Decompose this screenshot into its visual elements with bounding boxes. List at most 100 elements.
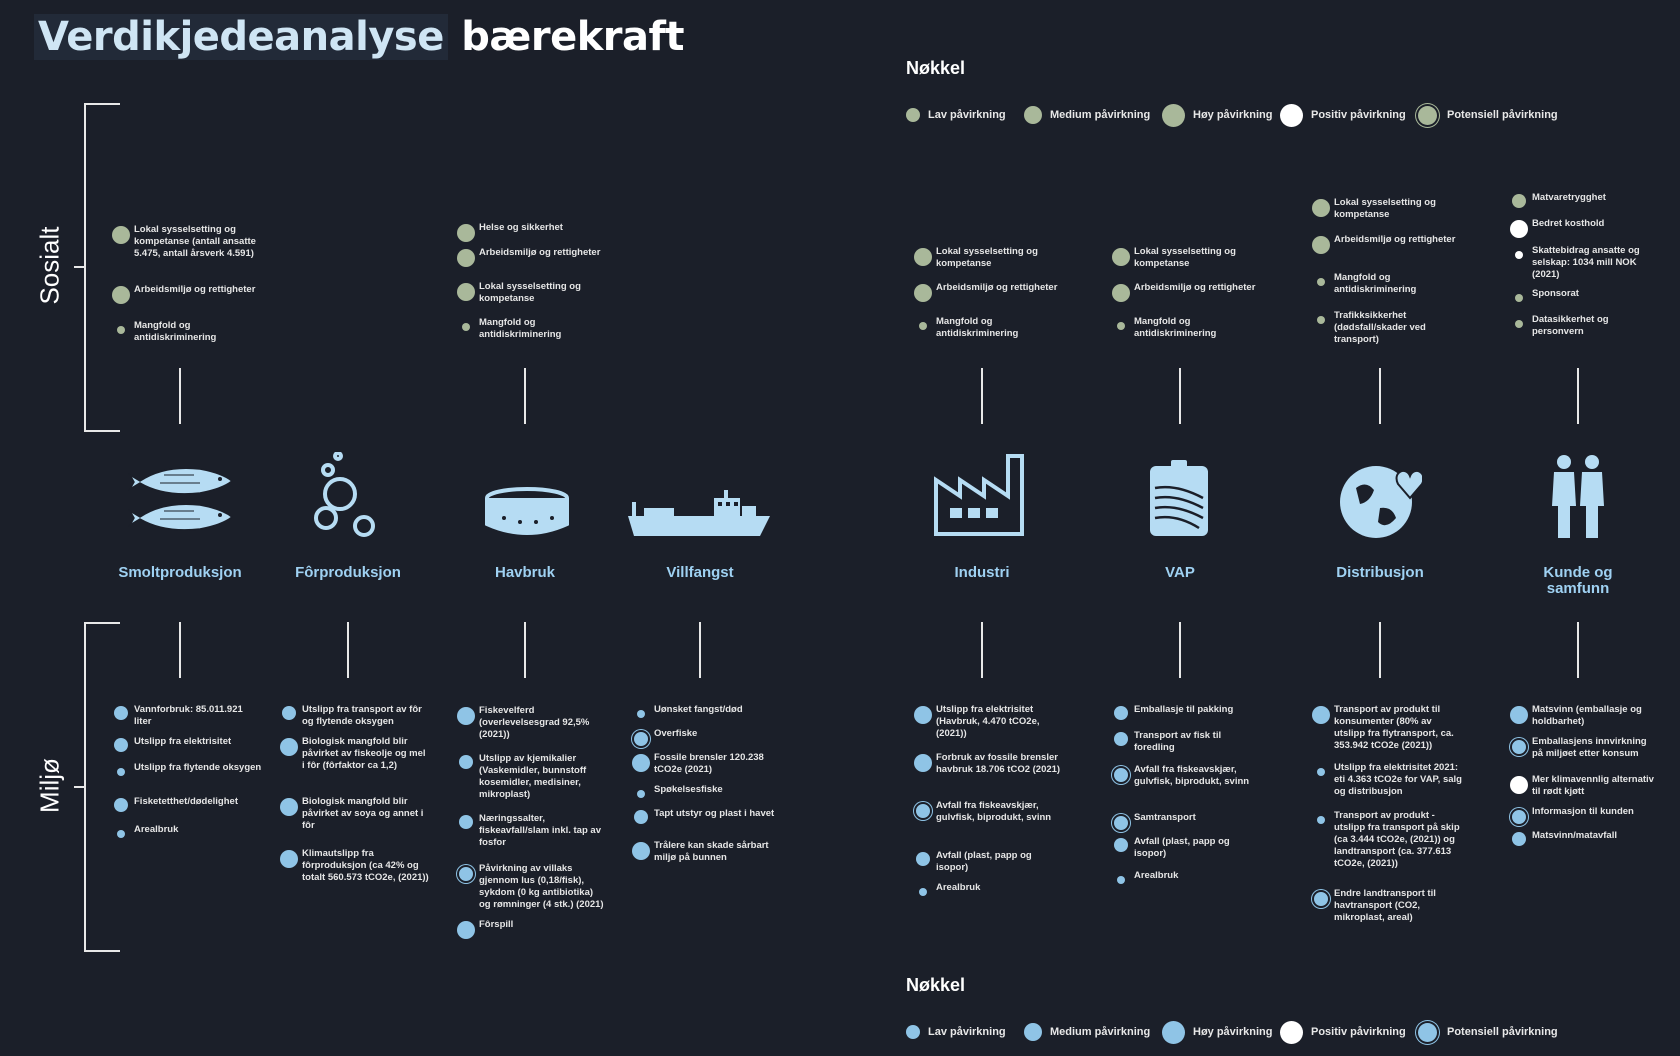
impact-item: Sponsorat — [1510, 288, 1579, 302]
impact-item-text: Utslipp fra flytende oksygen — [134, 762, 262, 773]
high-impact-dot — [914, 706, 932, 724]
legend-item-potential: Potensiell påvirkning — [1416, 1020, 1558, 1044]
stage-label: Havbruk — [494, 564, 556, 581]
high-impact-dot — [1312, 706, 1330, 724]
impact-item: Helse og sikkerhet — [457, 222, 563, 242]
legend-item-low: Lav påvirkning — [906, 103, 1006, 127]
impact-item-text: Lokal sysselsetting og kompetanse — [936, 246, 1038, 269]
high-impact-dot — [1162, 103, 1185, 127]
impact-item-text: Næringssalter, fiskeavfall/slam inkl. ta… — [479, 813, 601, 848]
environment-connector-line — [524, 622, 526, 678]
impact-item: Matsvinn (emballasje og holdbarhet) — [1510, 704, 1642, 727]
impact-item: Mangfold og antidiskriminering — [914, 316, 1018, 339]
potential-impact-dot — [632, 730, 650, 748]
medium-impact-dot — [1114, 732, 1128, 746]
impact-item: Mer klimavennlig alternativ til rødt kjø… — [1510, 774, 1654, 797]
impact-item: Forbruk av fossile brensler havbruk 18.7… — [914, 752, 1060, 775]
impact-item: Avfall fra fiskeavskjær, gulvfisk, bipro… — [1112, 764, 1249, 787]
impact-item-text: Vannforbruk: 85.011.921 liter — [134, 704, 243, 727]
low-impact-dot — [1515, 294, 1523, 302]
impact-item: Arbeidsmiljø og rettigheter — [457, 247, 600, 267]
legend-item-label: Positiv påvirkning — [1311, 1026, 1406, 1038]
impact-item: Avfall fra fiskeavskjær, gulvfisk, bipro… — [914, 800, 1051, 823]
impact-item: Lokal sysselsetting og kompetanse — [457, 281, 581, 304]
legend-item-medium: Medium påvirkning — [1024, 103, 1150, 127]
impact-item-text: Samtransport — [1134, 812, 1196, 823]
impact-item-text: Uønsket fangst/død — [654, 704, 743, 715]
impact-item-text: Mer klimavennlig alternativ til rødt kjø… — [1532, 774, 1654, 797]
impact-item-text: Arbeidsmiljø og rettigheter — [134, 284, 256, 295]
legend-top: Nøkkel — [906, 58, 965, 79]
impact-item: Matvaretrygghet — [1510, 192, 1606, 208]
impact-item: Trålere kan skade sårbart miljø på bunne… — [632, 840, 769, 863]
impact-item-text: Arealbruk — [134, 824, 179, 835]
legend-item-positive: Positiv påvirkning — [1280, 1020, 1406, 1044]
low-impact-dot — [906, 108, 920, 122]
impact-item: Samtransport — [1112, 812, 1196, 832]
environment-bracket — [74, 622, 120, 952]
impact-item-text: Matsvinn (emballasje og holdbarhet) — [1532, 704, 1642, 727]
package-icon — [1150, 460, 1208, 536]
impact-item: Bedret kosthold — [1510, 218, 1604, 238]
potential-impact-dot — [457, 865, 475, 883]
high-impact-dot — [1312, 236, 1330, 254]
low-impact-dot — [1117, 322, 1125, 330]
high-impact-dot — [280, 850, 298, 868]
impact-item-text: Utslipp fra transport av fôr og flytende… — [302, 704, 422, 727]
impact-item-text: Matvaretrygghet — [1532, 192, 1606, 203]
impact-item-text: Biologisk mangfold blir påvirket av soya… — [302, 796, 424, 831]
impact-item: Emballasjens innvirkning på miljøet ette… — [1510, 736, 1647, 759]
impact-item-text: Bedret kosthold — [1532, 218, 1605, 229]
title-part2: bærekraft — [461, 14, 685, 60]
low-impact-dot — [919, 888, 927, 896]
impact-item: Mangfold og antidiskriminering — [1112, 316, 1216, 339]
title-part1: Verdikjedeanalyse — [34, 14, 448, 60]
impact-item-text: Emballasje til pakking — [1134, 704, 1234, 715]
high-impact-dot — [914, 248, 932, 266]
impact-item-text: Lokal sysselsetting og kompetanse — [479, 281, 581, 304]
impact-item-text: Klimautslipp fra fôrproduksjon (ca 42% o… — [302, 848, 429, 883]
impact-item-text: Avfall (plast, papp og isopor) — [936, 850, 1032, 873]
medium-impact-dot — [114, 798, 128, 812]
stage-label: Distribusjon — [1336, 564, 1424, 581]
medium-impact-dot — [114, 738, 128, 752]
social-connector-line — [1179, 368, 1181, 424]
legend-title: Nøkkel — [906, 975, 966, 995]
low-impact-dot — [1317, 278, 1325, 286]
high-impact-dot — [1312, 199, 1330, 217]
potential-impact-dot — [1416, 103, 1439, 127]
low-impact-dot — [117, 326, 125, 334]
medium-impact-dot — [634, 810, 648, 824]
high-impact-dot — [112, 226, 130, 244]
environment-connector-line — [347, 622, 349, 678]
medium-impact-dot — [1114, 706, 1128, 720]
impact-item-text: Mangfold og antidiskriminering — [936, 316, 1019, 339]
impact-item: Biologisk mangfold blir påvirket av fisk… — [280, 736, 426, 771]
impact-item-text: Avfall fra fiskeavskjær, gulvfisk, bipro… — [1134, 764, 1250, 787]
impact-item: Biologisk mangfold blir påvirket av soya… — [280, 796, 423, 831]
high-impact-dot — [112, 286, 130, 304]
impact-item: Emballasje til pakking — [1112, 704, 1233, 720]
impact-item-text: Transport av produkt til konsumenter (80… — [1334, 704, 1454, 751]
impact-item-text: Overfiske — [654, 728, 698, 739]
impact-item: Klimautslipp fra fôrproduksjon (ca 42% o… — [280, 848, 429, 883]
high-impact-dot — [457, 707, 475, 725]
environment-connector-line — [1179, 622, 1181, 678]
impact-item-text: Biologisk mangfold blir påvirket av fisk… — [302, 736, 426, 771]
high-impact-dot — [280, 738, 298, 756]
stage-label: Industri — [954, 564, 1010, 581]
fish-pen-icon — [485, 487, 569, 535]
impact-item-text: Lokal sysselsetting og kompetanse — [1134, 246, 1236, 269]
impact-item: Arbeidsmiljø og rettigheter — [112, 284, 255, 304]
globe-heart-icon — [1340, 466, 1422, 538]
environment-connector-line — [699, 622, 701, 678]
impact-item: Transport av fisk til foredling — [1112, 730, 1221, 753]
high-impact-dot — [457, 921, 475, 939]
low-impact-dot — [906, 1025, 920, 1039]
impact-item-text: Tapt utstyr og plast i havet — [654, 808, 775, 819]
low-impact-dot — [637, 790, 645, 798]
